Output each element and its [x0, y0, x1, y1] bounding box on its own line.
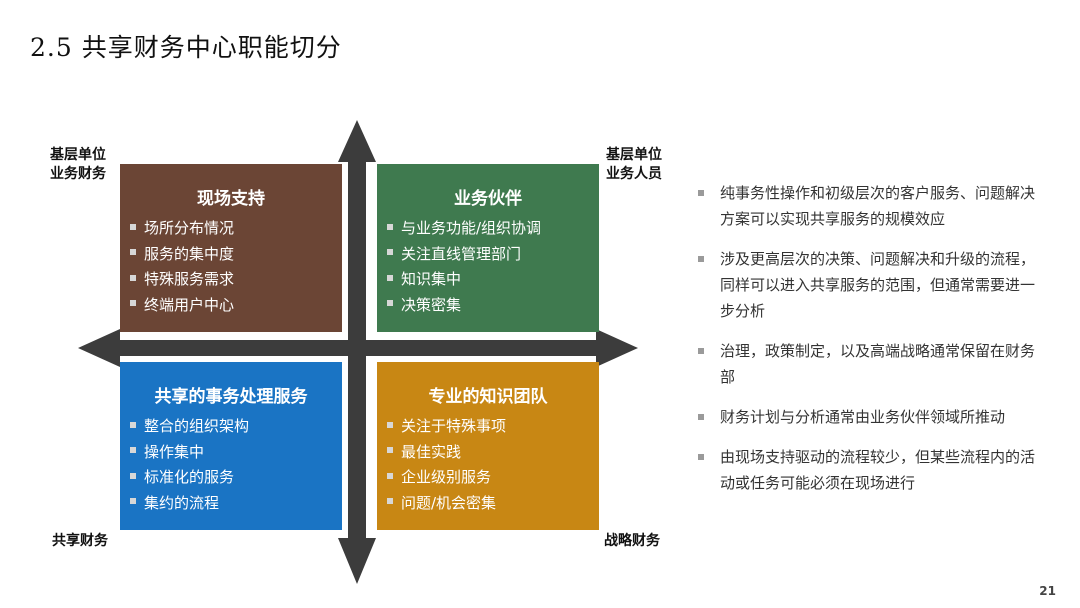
bullet-icon: [698, 348, 704, 354]
label-top-right-line-2: 业务人员: [606, 166, 662, 182]
quadrant-title: 专业的知识团队: [428, 387, 548, 407]
note-item: 由现场支持驱动的流程较少，但某些流程内的活动或任务可能必须在现场进行: [698, 444, 1048, 496]
bullet-icon: [387, 447, 393, 453]
bullet-icon: [698, 454, 704, 460]
bullet-icon: [130, 274, 136, 281]
list-item: 与业务功能/组织协调: [387, 216, 599, 242]
note-item: 财务计划与分析通常由业务伙伴领域所推动: [698, 404, 1048, 430]
list-item: 整合的组织架构: [130, 414, 342, 440]
quadrant-list: 场所分布情况 服务的集中度 特殊服务需求 终端用户中心: [120, 216, 342, 318]
note-text: 由现场支持驱动的流程较少，但某些流程内的活动或任务可能必须在现场进行: [720, 448, 1036, 492]
label-bottom-right: 战略财务: [604, 532, 660, 551]
label-top-right-line-1: 基层单位: [606, 147, 662, 163]
quadrant-title: 现场支持: [197, 189, 265, 209]
list-item: 场所分布情况: [130, 216, 342, 242]
label-top-left-line-1: 基层单位: [50, 147, 106, 163]
list-item-text: 最佳实践: [401, 442, 462, 461]
quadrant-list: 整合的组织架构 操作集中 标准化的服务 集约的流程: [120, 414, 342, 516]
bullet-icon: [387, 274, 393, 281]
quadrant-business-partner: 业务伙伴 与业务功能/组织协调 关注直线管理部门 知识集中 决策密集: [377, 164, 599, 332]
list-item-text: 整合的组织架构: [144, 417, 250, 435]
bullet-icon: [130, 249, 136, 255]
list-item: 关注于特殊事项: [387, 414, 599, 440]
list-item: 最佳实践: [387, 440, 599, 466]
list-item-text: 服务的集中度: [144, 244, 235, 263]
bullet-icon: [130, 421, 136, 428]
note-item: 涉及更高层次的决策、问题解决和升级的流程，同样可以进入共享服务的范围，但通常需要…: [698, 246, 1048, 324]
quadrant-shared-transaction-services: 共享的事务处理服务 整合的组织架构 操作集中 标准化的服务 集约的流程: [120, 362, 342, 530]
list-item-text: 知识集中: [401, 270, 462, 288]
note-text: 治理，政策制定，以及高端战略通常保留在财务部: [720, 342, 1036, 386]
list-item: 终端用户中心: [130, 293, 342, 319]
list-item-text: 与业务功能/组织协调: [401, 219, 542, 237]
list-item-text: 终端用户中心: [144, 295, 235, 314]
bullet-icon: [130, 447, 136, 453]
label-top-left-line-2: 业务财务: [50, 166, 106, 182]
list-item-text: 关注直线管理部门: [401, 244, 522, 263]
list-item: 服务的集中度: [130, 242, 342, 268]
bullet-icon: [387, 421, 393, 428]
label-top-right: 基层单位 业务人员: [606, 146, 662, 184]
page-title: 2.5 共享财务中心职能切分: [30, 33, 342, 62]
list-item: 企业级别服务: [387, 465, 599, 491]
bullet-icon: [130, 300, 136, 306]
list-item: 决策密集: [387, 293, 599, 319]
list-item: 知识集中: [387, 267, 599, 293]
bullet-icon: [387, 223, 393, 230]
quadrant-title: 共享的事务处理服务: [154, 387, 308, 407]
list-item: 标准化的服务: [130, 465, 342, 491]
bullet-icon: [387, 472, 393, 479]
bullet-icon: [387, 498, 393, 504]
list-item: 关注直线管理部门: [387, 242, 599, 268]
list-item-text: 操作集中: [144, 442, 205, 461]
note-text: 财务计划与分析通常由业务伙伴领域所推动: [720, 408, 1006, 426]
list-item: 问题/机会密集: [387, 491, 599, 517]
note-item: 治理，政策制定，以及高端战略通常保留在财务部: [698, 338, 1048, 390]
note-text: 纯事务性操作和初级层次的客户服务、问题解决方案可以实现共享服务的规模效应: [720, 184, 1036, 228]
bullet-icon: [130, 498, 136, 504]
bullet-icon: [130, 223, 136, 230]
label-bottom-left: 共享财务: [52, 532, 108, 551]
bullet-icon: [698, 190, 704, 196]
notes-list: 纯事务性操作和初级层次的客户服务、问题解决方案可以实现共享服务的规模效应 涉及更…: [698, 180, 1048, 510]
quadrant-list: 关注于特殊事项 最佳实践 企业级别服务 问题/机会密集: [377, 414, 599, 516]
bullet-icon: [698, 256, 704, 262]
bullet-icon: [698, 414, 704, 420]
bullet-icon: [387, 249, 393, 255]
list-item-text: 企业级别服务: [401, 468, 492, 486]
horizontal-axis-arrow: [78, 329, 638, 367]
list-item: 操作集中: [130, 440, 342, 466]
label-bottom-right-line-1: 战略财务: [604, 533, 660, 549]
page-number: 21: [1039, 584, 1056, 598]
note-text: 涉及更高层次的决策、问题解决和升级的流程，同样可以进入共享服务的范围，但通常需要…: [720, 250, 1036, 320]
quadrant-onsite-support: 现场支持 场所分布情况 服务的集中度 特殊服务需求 终端用户中心: [120, 164, 342, 332]
quadrant-title: 业务伙伴: [454, 189, 522, 209]
list-item-text: 关注于特殊事项: [401, 417, 507, 435]
bullet-icon: [130, 472, 136, 479]
list-item-text: 决策密集: [401, 295, 462, 314]
quadrant-list: 与业务功能/组织协调 关注直线管理部门 知识集中 决策密集: [377, 216, 599, 318]
list-item-text: 标准化的服务: [144, 468, 235, 486]
label-bottom-left-line-1: 共享财务: [52, 533, 108, 549]
bullet-icon: [387, 300, 393, 306]
list-item: 集约的流程: [130, 491, 342, 517]
quadrant-expert-knowledge-team: 专业的知识团队 关注于特殊事项 最佳实践 企业级别服务 问题/机会密集: [377, 362, 599, 530]
note-item: 纯事务性操作和初级层次的客户服务、问题解决方案可以实现共享服务的规模效应: [698, 180, 1048, 232]
list-item: 特殊服务需求: [130, 267, 342, 293]
list-item-text: 集约的流程: [144, 493, 220, 512]
list-item-text: 问题/机会密集: [401, 493, 497, 512]
list-item-text: 场所分布情况: [144, 219, 235, 237]
label-top-left: 基层单位 业务财务: [50, 146, 106, 184]
list-item-text: 特殊服务需求: [144, 270, 235, 288]
